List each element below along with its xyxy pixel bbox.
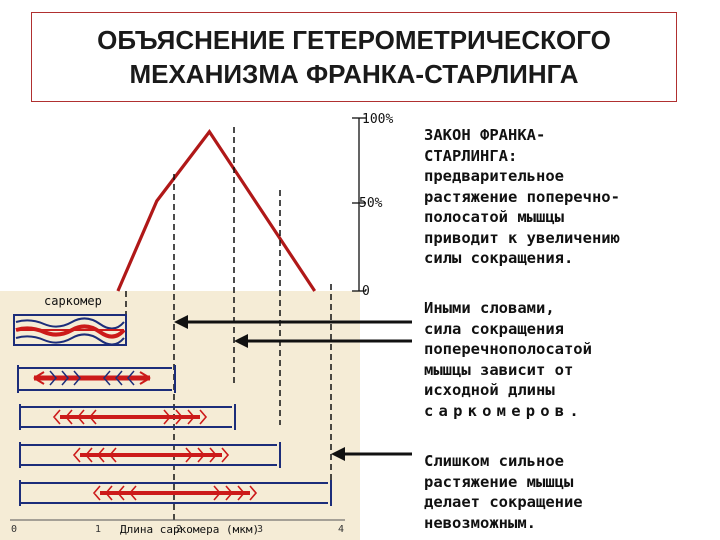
y-tick-label-0: 0 [362, 284, 370, 299]
paragraph-2-last-line: саркомеров. [424, 401, 584, 420]
paragraph-2-line-5: исходной длины [424, 381, 555, 399]
scale-tick-1: 1 [95, 524, 101, 535]
paragraph-2-line-1: Иными словами, [424, 299, 555, 317]
pointer-arrow-2 [234, 334, 412, 348]
paragraph-2-line-2: сила сокращения [424, 319, 564, 338]
scale-tick-0: 0 [11, 524, 17, 535]
law-line-3: предварительное [424, 167, 564, 185]
law-line-6: приводит к увеличению [424, 228, 620, 247]
paragraph-2-lines: Иными словами, сила сокращения поперечнопо… [424, 298, 592, 401]
sarcomere-row-3 [19, 404, 236, 430]
force-curve [116, 129, 317, 292]
sarcomere-row-2 [17, 365, 176, 393]
y-tick-label-100: 100% [362, 112, 393, 127]
paragraph-2-block: Иными словами, сила сокращения поперечнопо… [424, 298, 592, 421]
scale-tick-4: 4 [338, 524, 344, 535]
title-line-2: МЕХАНИЗМА ФРАНКА-СТАРЛИНГА [129, 59, 579, 89]
pointer-arrow-1 [174, 315, 412, 329]
law-line-1: ЗАКОН ФРАНКА- [424, 126, 546, 144]
sarcomere-row-5 [19, 480, 332, 506]
scale-tick-2: 2 [176, 524, 182, 535]
title-box: ОБЪЯСНЕНИЕ ГЕТЕРОМЕТРИЧЕСКОГО МЕХАНИЗМА … [31, 12, 677, 102]
scale-tick-3: 3 [257, 524, 263, 535]
length-axis-label: Длина саркомера (мкм) [120, 523, 259, 536]
paragraph-3-line-3: делает сокращение [424, 493, 583, 511]
paragraph-3-line-1: Слишком сильное [424, 452, 564, 470]
pointer-arrow-3 [331, 447, 412, 461]
y-tick-label-50: 50% [359, 196, 383, 211]
paragraph-3-block: Слишком сильное растяжение мышцы делает со… [424, 451, 583, 533]
sarcomere-label: саркомер [44, 294, 102, 308]
law-line-5: полосатой мышцы [424, 208, 564, 226]
sarcomere-row-1 [13, 314, 127, 346]
law-line-2: СТАРЛИНГА: [424, 146, 518, 165]
paragraph-2-line-4: мышцы зависит от [424, 360, 574, 379]
paragraph-3-line-2: растяжение мышцы [424, 472, 574, 491]
law-line-7: силы сокращения. [424, 249, 574, 267]
sarcomere-row-4 [19, 442, 281, 468]
law-line-4: растяжение поперечно- [424, 187, 620, 206]
law-text-block: ЗАКОН ФРАНКА- СТАРЛИНГА: предварительное ра… [424, 125, 620, 269]
paragraph-2-line-3: поперечнополосатой [424, 340, 592, 358]
paragraph-3-line-4: невозможным. [424, 513, 536, 532]
title-line-1: ОБЪЯСНЕНИЕ ГЕТЕРОМЕТРИЧЕСКОГО [97, 25, 611, 55]
